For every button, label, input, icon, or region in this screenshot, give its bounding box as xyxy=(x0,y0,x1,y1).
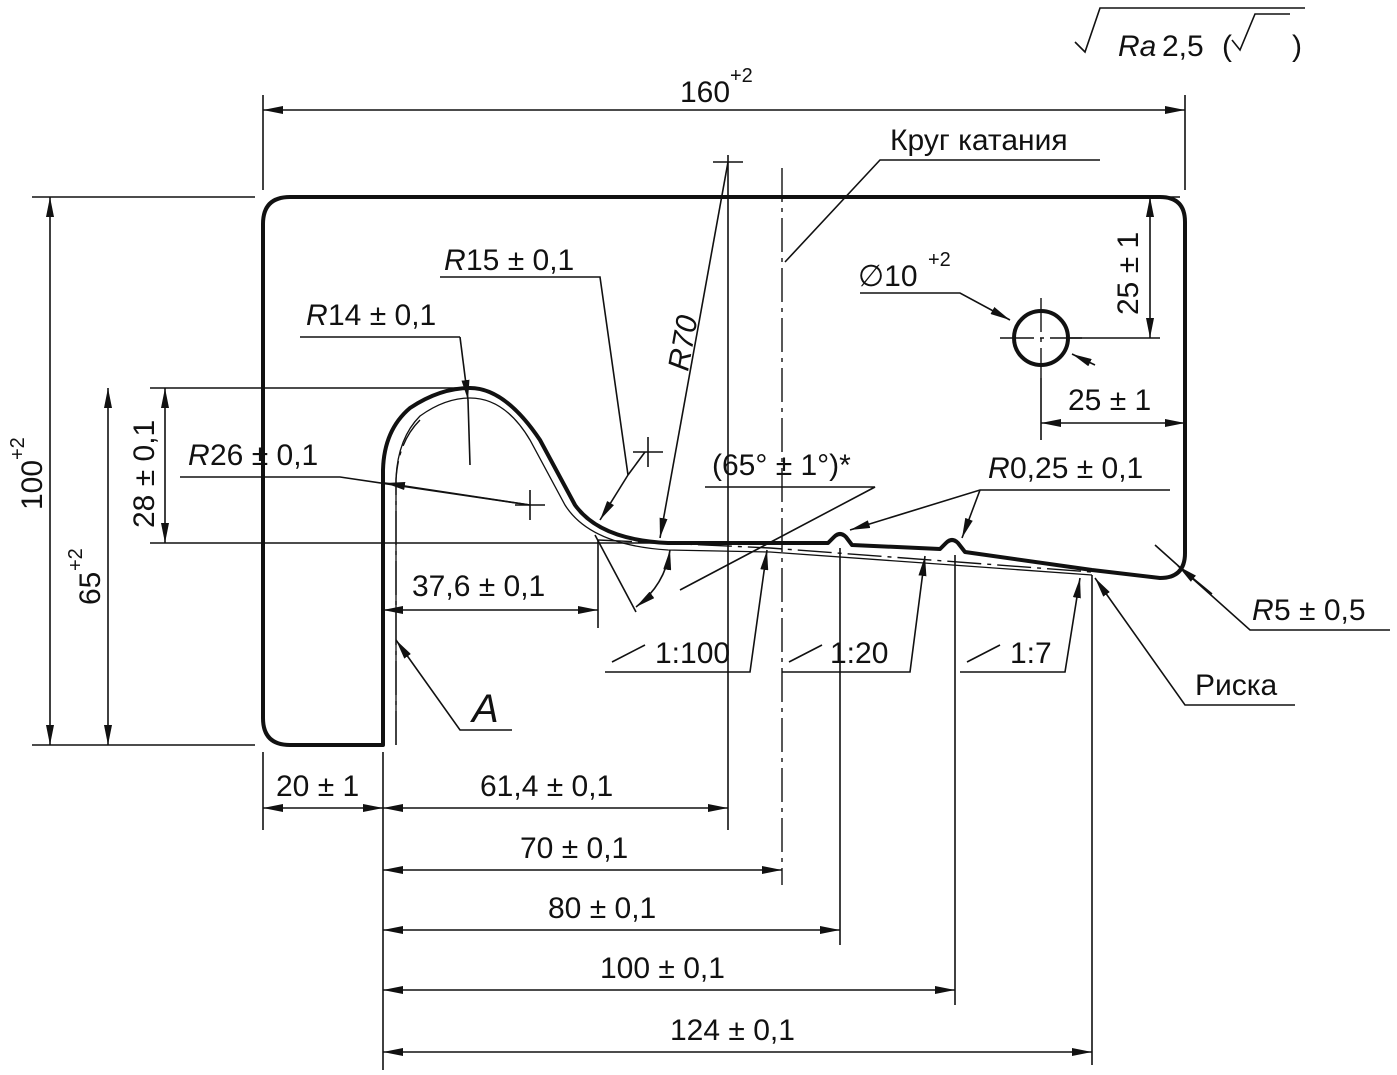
hole-dia-tol: +2 xyxy=(928,249,951,271)
leader-angle xyxy=(679,486,876,591)
r14-text: 14 ± 0,1 xyxy=(328,299,436,332)
profile-inner-line xyxy=(395,397,1093,745)
r14-prefix: R xyxy=(306,299,328,332)
hole-dia-text: ∅10 xyxy=(858,260,918,293)
template-outline xyxy=(261,195,1187,747)
leader-r26-a xyxy=(180,476,531,506)
leader-r15-c xyxy=(627,451,646,476)
angle-arc xyxy=(635,549,672,608)
r26-text: 26 ± 0,1 xyxy=(210,439,318,472)
angle-ref-line xyxy=(594,534,637,613)
roughness-inner-symbol xyxy=(1231,13,1290,52)
r15-text: 15 ± 0,1 xyxy=(466,244,574,277)
leader-hole-2 xyxy=(1071,353,1096,367)
dim-124-text: 124 ± 0,1 xyxy=(670,1014,795,1047)
leader-view-a xyxy=(395,639,512,731)
dim-28-text: 28 ± 0,1 xyxy=(128,420,161,528)
dim-37-text: 37,6 ± 0,1 xyxy=(412,570,545,603)
dim-160-text: 160 xyxy=(680,76,730,109)
tread-line xyxy=(395,419,421,745)
r025-prefix: R xyxy=(988,452,1010,485)
r5-text: 5 ± 0,5 xyxy=(1274,594,1366,627)
dim-65-text: 65 xyxy=(74,572,107,605)
center-r14 xyxy=(467,399,471,466)
mark-label: Риска xyxy=(1195,669,1278,702)
angle-text: (65° ± 1°)* xyxy=(712,449,851,482)
r15-prefix: R xyxy=(444,244,466,277)
leader-taper-1 xyxy=(605,549,769,673)
leader-r15-b xyxy=(599,474,629,521)
taper-sym-2 xyxy=(788,644,823,663)
leader-r26-b xyxy=(384,482,531,506)
dim-80-text: 80 ± 0,1 xyxy=(548,892,656,925)
r5-prefix: R xyxy=(1252,594,1274,627)
leader-r025-b xyxy=(961,489,981,539)
dim-65-tol: +2 xyxy=(65,548,87,571)
leader-taper-3 xyxy=(960,577,1081,673)
leader-rolling-circle xyxy=(784,159,1100,263)
leader-hole xyxy=(860,292,1011,321)
taper-sym-3 xyxy=(966,644,1001,663)
taper-sym-1 xyxy=(611,644,646,663)
dim-100-h-text: 100 ± 0,1 xyxy=(600,952,725,985)
leader-r025-a xyxy=(849,489,1170,531)
dim-20-text: 20 ± 1 xyxy=(276,770,359,803)
dim-25-horiz-text: 25 ± 1 xyxy=(1068,384,1151,417)
r26-prefix: R xyxy=(188,439,210,472)
leader-taper-2 xyxy=(782,555,927,673)
leader-r5-arrow xyxy=(1177,565,1213,595)
roughness-close: ) xyxy=(1292,30,1302,63)
dim-70-text: 70 ± 0,1 xyxy=(520,832,628,865)
roughness-open: ( xyxy=(1222,30,1232,63)
leader-r70 xyxy=(659,161,729,539)
rolling-circle-label: Круг катания xyxy=(890,124,1068,157)
dim-61-text: 61,4 ± 0,1 xyxy=(480,770,613,803)
taper-3-text: 1:7 xyxy=(1010,637,1052,670)
r025-text: 0,25 ± 0,1 xyxy=(1010,452,1143,485)
r70-text: 70 xyxy=(666,313,704,352)
leader-mark xyxy=(1094,577,1295,706)
leader-r15-a xyxy=(440,276,629,476)
roughness-value: 2,5 xyxy=(1162,30,1204,63)
dim-100-tol: +2 xyxy=(7,437,29,460)
dim-25-vert-text: 25 ± 1 xyxy=(1112,232,1145,315)
dim-160-tol: +2 xyxy=(730,65,753,87)
leader-r14-b xyxy=(459,336,470,401)
roughness-prefix: Ra xyxy=(1118,30,1156,63)
view-a-label: A xyxy=(470,687,499,731)
taper-1-text: 1:100 xyxy=(655,637,730,670)
taper-2-text: 1:20 xyxy=(830,637,888,670)
dim-100-text: 100 xyxy=(16,460,49,510)
roughness-symbol xyxy=(1074,7,1305,54)
